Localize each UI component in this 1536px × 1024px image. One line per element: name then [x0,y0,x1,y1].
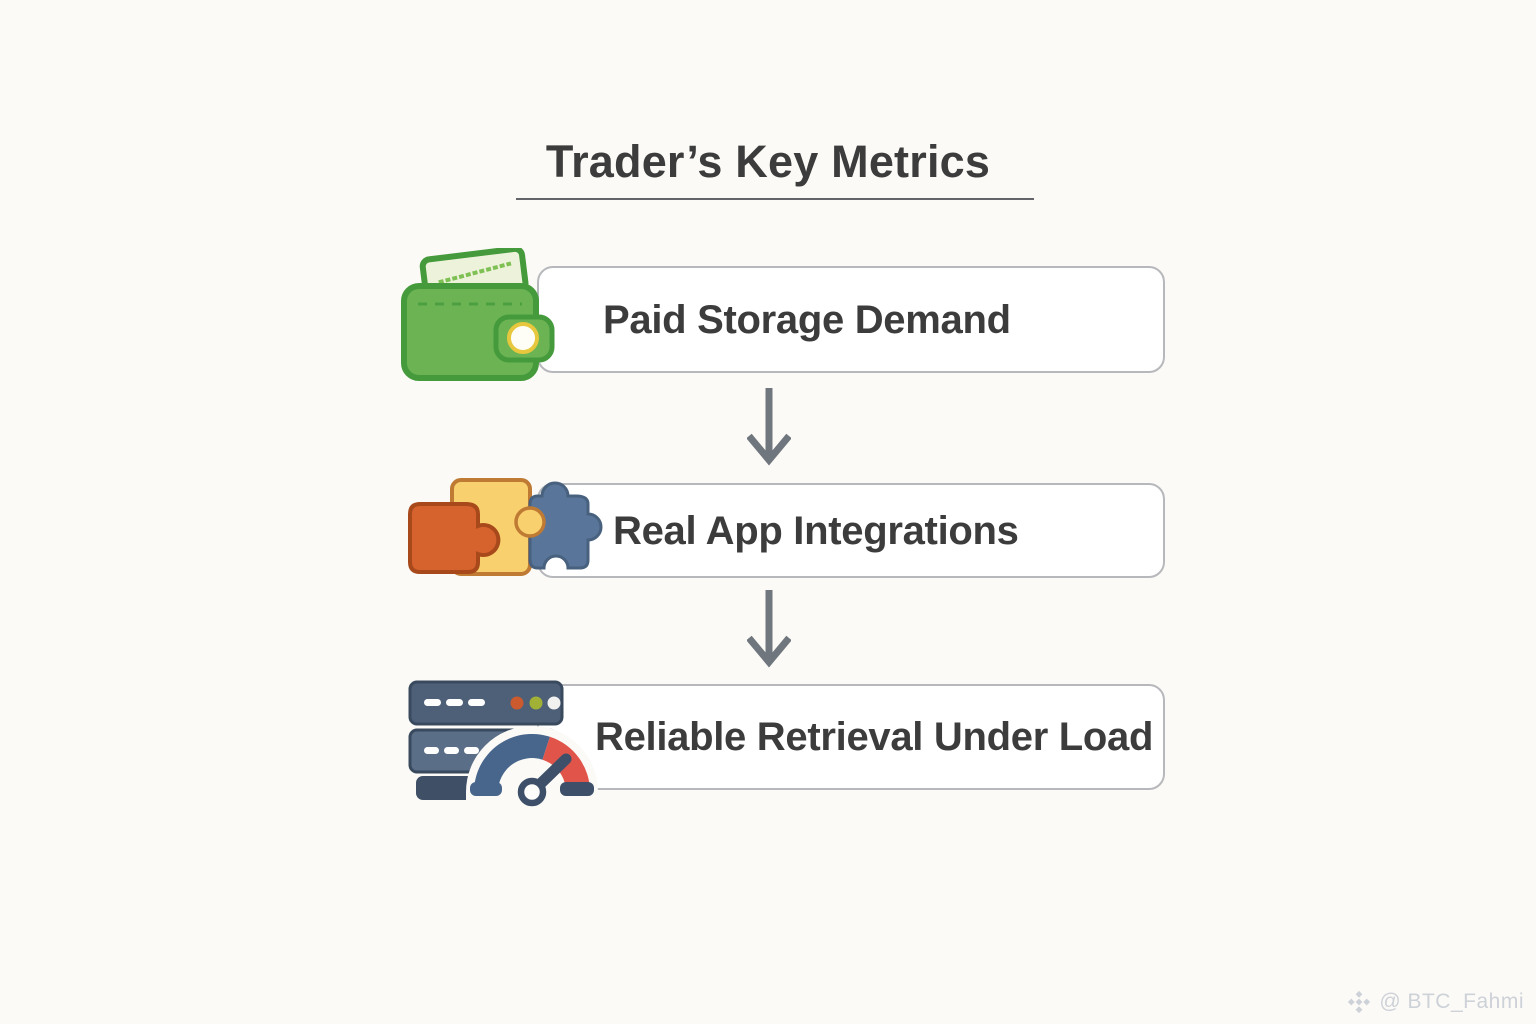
title-underline [516,198,1034,200]
step-label: Reliable Retrieval Under Load [595,715,1154,759]
step-label: Real App Integrations [613,508,1019,553]
step-box-retrieval: Reliable Retrieval Under Load [537,684,1165,790]
down-arrow-icon [746,588,792,668]
wallet-icon [398,245,556,389]
server-gauge-icon [404,676,600,813]
down-arrow-icon [746,386,792,466]
watermark: @ BTC_Fahmi [1347,990,1524,1014]
binance-logo-icon [1347,990,1371,1014]
puzzle-icon [402,474,607,585]
watermark-handle: @ BTC_Fahmi [1379,990,1524,1013]
step-box-paid-storage: Paid Storage Demand [537,266,1165,373]
page-title: Trader’s Key Metrics [545,136,991,187]
step-box-integrations: Real App Integrations [537,483,1165,578]
step-label: Paid Storage Demand [603,297,1011,342]
